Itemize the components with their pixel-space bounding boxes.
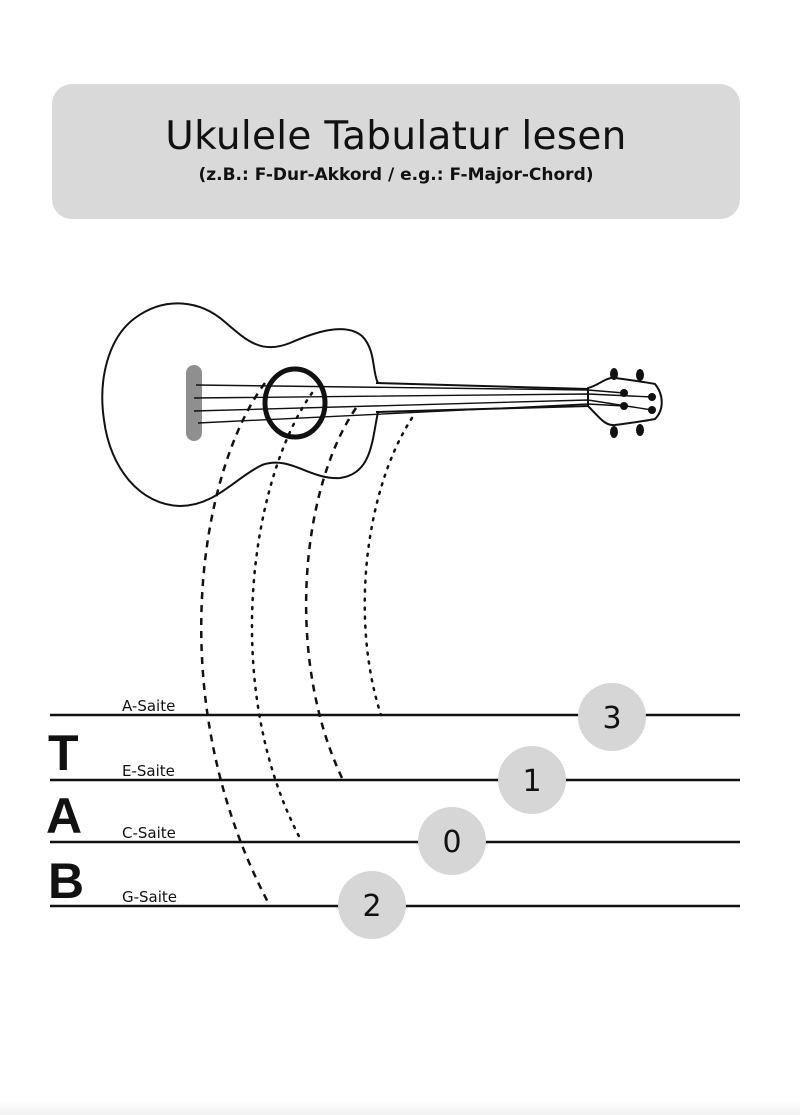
fret-marker-g: 2 <box>338 871 406 939</box>
page-bottom-edge <box>0 1101 800 1115</box>
fret-marker-a: 3 <box>578 683 646 751</box>
fret-marker-c: 0 <box>418 807 486 875</box>
tab-staff <box>50 713 740 908</box>
fret-marker-e: 1 <box>498 746 566 814</box>
string-label-e: E-Saite <box>122 762 175 780</box>
bridge <box>186 365 202 441</box>
sound-hole <box>262 366 328 440</box>
fret-number-a: 3 <box>602 701 621 736</box>
string-label-g: G-Saite <box>122 888 177 906</box>
tuning-pegs <box>610 368 656 438</box>
fret-number-g: 2 <box>362 889 381 924</box>
tab-letter-t: T <box>48 725 79 781</box>
tab-letter-b: B <box>48 853 84 909</box>
page-subtitle: (z.B.: F-Dur-Akkord / e.g.: F-Major-Chor… <box>198 165 594 185</box>
guide-e-string <box>304 407 358 781</box>
string-label-c: C-Saite <box>122 824 176 842</box>
fret-number-e: 1 <box>522 764 541 799</box>
guide-a-string <box>363 416 414 717</box>
title-banner: Ukulele Tabulatur lesen (z.B.: F-Dur-Akk… <box>52 84 740 219</box>
guide-c-string <box>250 391 314 844</box>
string-label-a: A-Saite <box>122 697 175 715</box>
ukulele-illustration <box>101 302 663 508</box>
page-title: Ukulele Tabulatur lesen <box>165 114 627 159</box>
ukulele-strings <box>193 384 653 424</box>
tab-letter-a: A <box>46 788 82 844</box>
fret-number-c: 0 <box>442 825 461 860</box>
string-guide-lines <box>199 382 414 907</box>
ukulele-body <box>101 302 379 508</box>
